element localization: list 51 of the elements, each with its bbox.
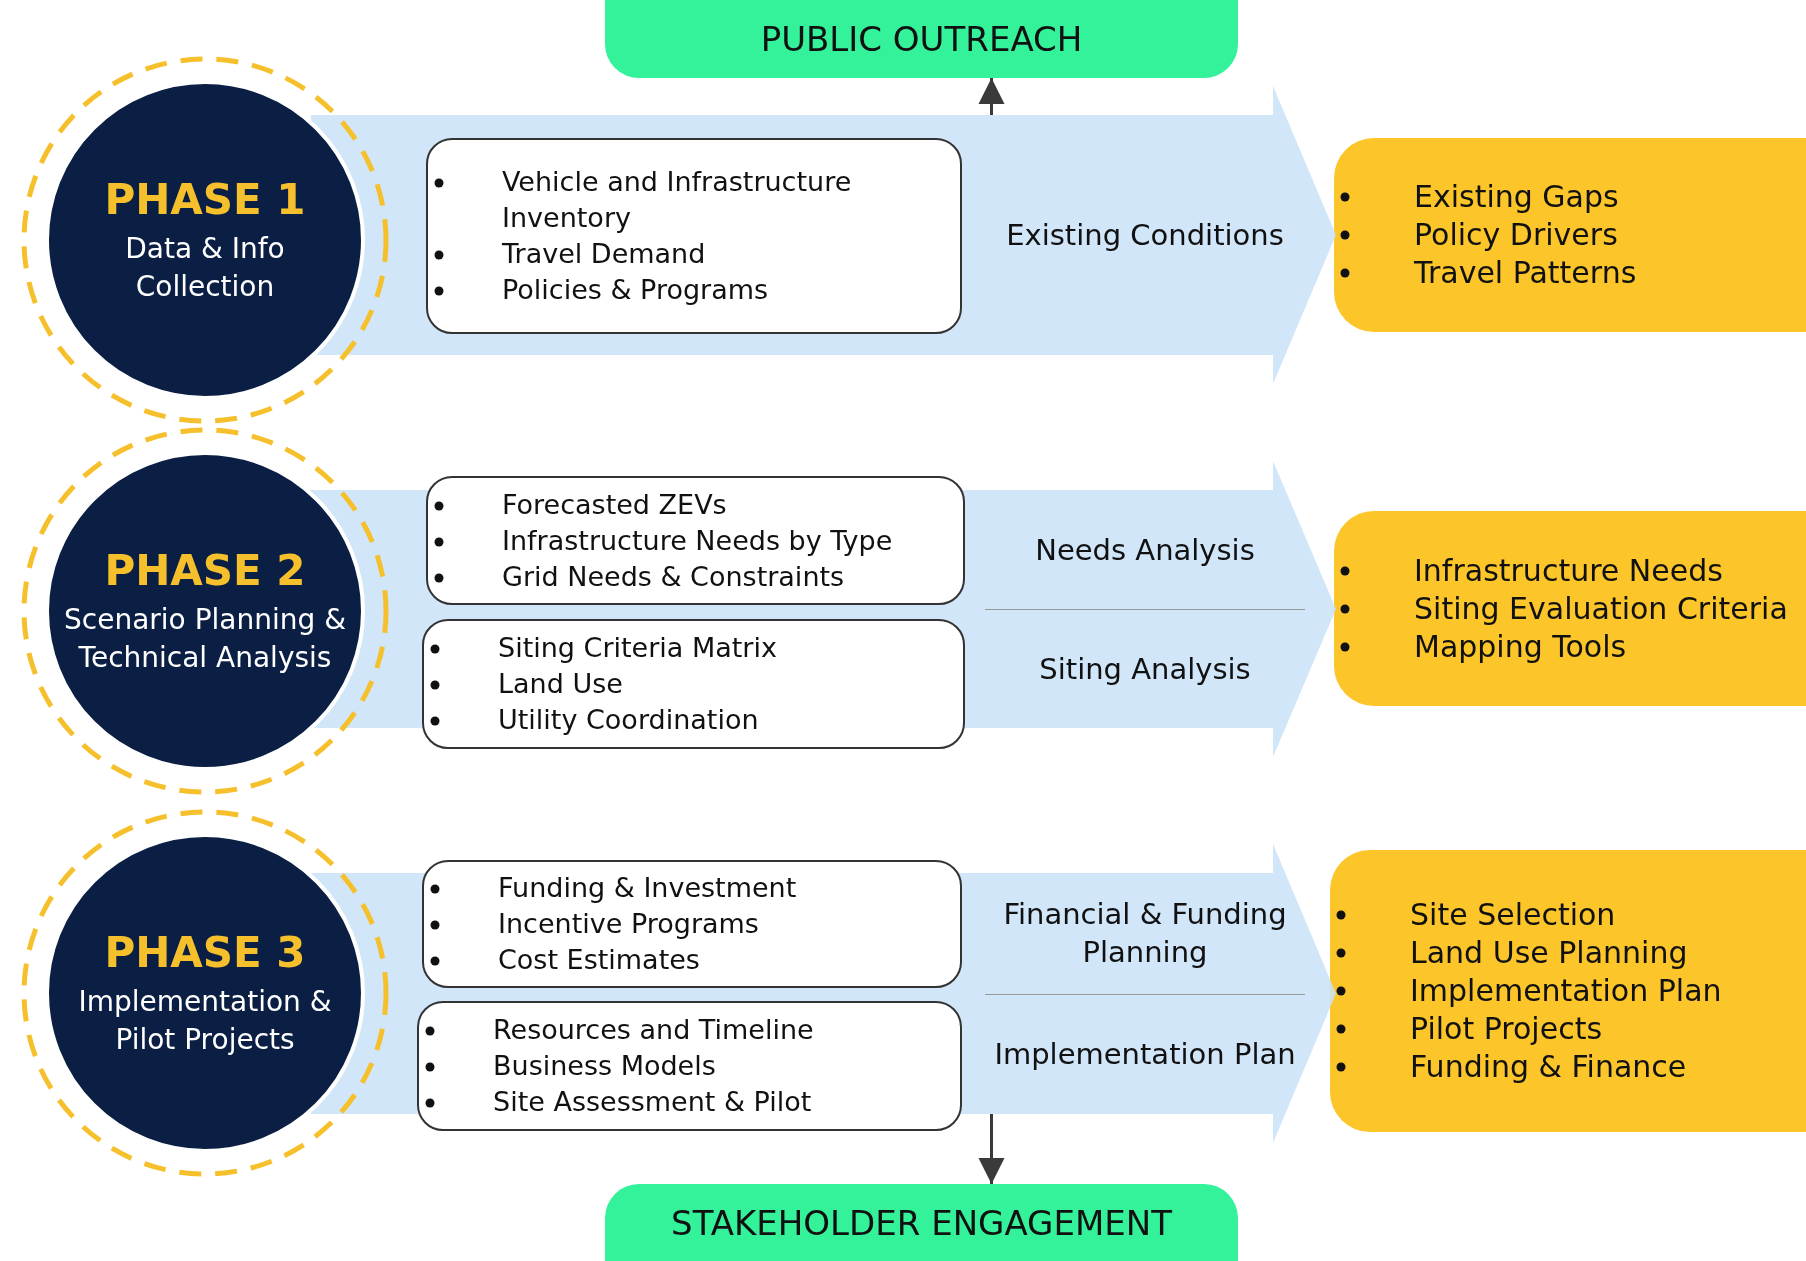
band-label: Needs Analysis — [1034, 531, 1256, 569]
bullet-item: Travel Demand — [502, 238, 706, 269]
bullet-item: Incentive Programs — [498, 908, 759, 939]
phase-title: PHASE 1 — [104, 174, 306, 224]
bullet-item: Siting Criteria Matrix — [498, 632, 777, 663]
banner-title: STAKEHOLDER ENGAGEMENT — [671, 1202, 1172, 1243]
bullet-item: Utility Coordination — [498, 704, 759, 735]
bullet-item: Implementation Plan — [1410, 973, 1722, 1008]
bullet-item: Infrastructure Needs by Type — [502, 524, 893, 556]
outcome-box — [1334, 138, 1806, 332]
arrow — [978, 1114, 1005, 1184]
phase-title: PHASE 3 — [104, 927, 306, 977]
phase-subtitle: Scenario Planning & Technical Analysis — [63, 601, 347, 676]
band-label: Existing Conditions — [1005, 217, 1285, 254]
bullet-item: Site Assessment & Pilot — [493, 1086, 812, 1117]
list-box — [417, 1001, 962, 1131]
bullet-item: Existing Gaps — [1414, 179, 1619, 214]
bullet-item: Siting Evaluation Criteria — [1414, 590, 1788, 626]
bullet-item: Funding & Finance — [1410, 1049, 1687, 1084]
bullet-item: Pilot Projects — [1410, 1011, 1603, 1046]
banner-box — [605, 1184, 1238, 1261]
bullet-item: Site Selection — [1410, 897, 1616, 932]
band-label: Financial & Funding Planning — [1002, 896, 1288, 972]
bullet-item: Funding & Investment — [498, 872, 797, 903]
bullet-item: Forecasted ZEVs — [502, 488, 727, 520]
bullet-item: Land Use — [498, 668, 623, 699]
arrow — [978, 78, 1005, 115]
bullet-item: Land Use Planning — [1410, 935, 1688, 970]
bullet-item: Policies & Programs — [502, 274, 769, 305]
list-box — [426, 476, 965, 605]
bullet-item: Travel Patterns — [1414, 255, 1637, 290]
banner-box — [605, 0, 1238, 78]
band-label: Siting Analysis — [1038, 650, 1252, 688]
outcome-box — [1334, 511, 1806, 706]
bullet-item: Resources and Timeline — [493, 1014, 814, 1045]
list-box — [426, 138, 962, 334]
list-box — [422, 619, 965, 749]
list-box — [422, 860, 962, 988]
bullet-item: Mapping Tools — [1414, 628, 1627, 664]
phase-subtitle: Data & Info Collection — [124, 230, 286, 305]
bullet-item: Cost Estimates — [498, 944, 700, 975]
phase-title: PHASE 2 — [104, 545, 306, 595]
outcome-box — [1330, 850, 1806, 1132]
bullet-item: Infrastructure Needs — [1414, 552, 1723, 588]
bullet-item: Grid Needs & Constraints — [502, 560, 845, 592]
banner-title: PUBLIC OUTREACH — [760, 19, 1083, 59]
band-label: Implementation Plan — [993, 1035, 1297, 1073]
bullet-item: Policy Drivers — [1414, 217, 1618, 252]
bullet-item: Vehicle and Infrastructure Inventory — [502, 166, 852, 233]
bullet-item: Business Models — [493, 1050, 716, 1081]
phase-subtitle: Implementation & Pilot Projects — [77, 983, 333, 1058]
